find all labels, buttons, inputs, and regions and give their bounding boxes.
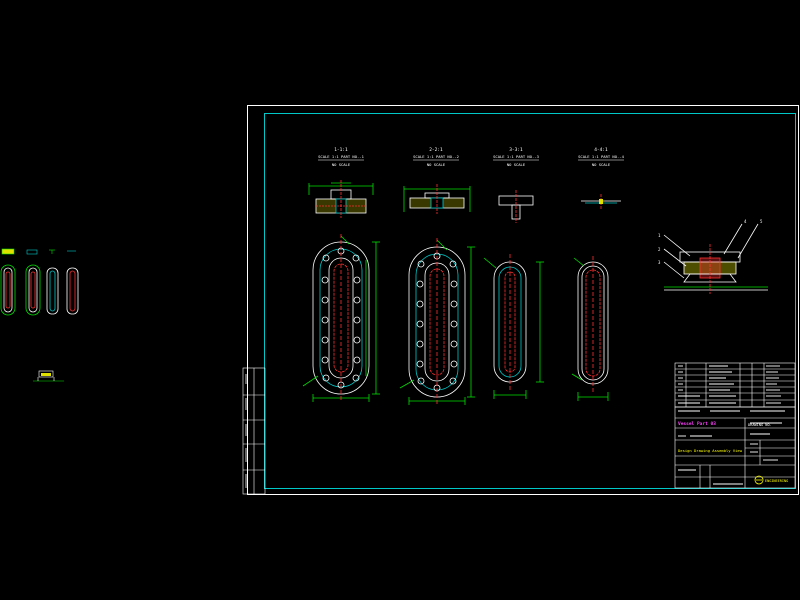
bolt-holes-2 (416, 252, 458, 392)
callout-3: 3 (658, 260, 661, 265)
view-note-3: NO SCALE (507, 162, 526, 167)
view-label-2: 2-2:1 (429, 147, 443, 153)
view-scale-4: SCALE 1:1 PART NO.-4 (578, 154, 624, 159)
view-label-4: 4-4:1 (594, 147, 608, 153)
view-label-3: 3-3:1 (509, 147, 523, 153)
logo-text: ENGINEERING (765, 479, 788, 483)
plan-view-4 (571, 256, 609, 401)
title-yellow-line: Design Drawing Assembly View (678, 448, 743, 453)
overview-thumbnails (0, 248, 79, 382)
view-headers: 1-1:1 SCALE 1:1 PART NO.-1 NO SCALE 2-2:… (318, 147, 625, 167)
company-logo: ENGINEERING (754, 475, 788, 485)
view-header-1: 1-1:1 SCALE 1:1 PART NO.-1 NO SCALE (318, 147, 365, 167)
detail-leaders (663, 223, 759, 279)
drawing-name: DRAWING NO. (748, 423, 772, 427)
view-note-4: NO SCALE (592, 162, 611, 167)
section-view-2 (403, 184, 471, 214)
callout-4: 4 (744, 219, 747, 224)
thumb-slots (0, 264, 79, 316)
thumb-header-row (1, 248, 76, 255)
view-header-4: 4-4:1 SCALE 1:1 PART NO.-4 NO SCALE (578, 147, 625, 167)
view-header-2: 2-2:1 SCALE 1:1 PART NO.-2 NO SCALE (413, 147, 459, 167)
detail-assembly-view: 1 2 3 4 5 (658, 219, 768, 294)
view-header-3: 3-3:1 SCALE 1:1 PART NO.-3 NO SCALE (493, 147, 539, 167)
title-block (674, 362, 796, 489)
title-magenta-line: Vessel Part 03 (678, 421, 716, 427)
view-scale-2: SCALE 1:1 PART NO.-2 (413, 154, 459, 159)
drawing-frame (264, 113, 796, 489)
view-note-1: NO SCALE (332, 162, 351, 167)
bolt-holes-1 (321, 247, 361, 389)
callout-2: 2 (658, 247, 661, 252)
callout-5: 5 (760, 219, 763, 224)
revision-strip (242, 367, 266, 495)
view-label-1: 1-1:1 (334, 147, 348, 153)
section-view-1 (308, 180, 374, 218)
plan-view-3 (483, 254, 544, 399)
section-view-4 (581, 194, 621, 210)
view-scale-1: SCALE 1:1 PART NO.-1 (318, 154, 364, 159)
thumb-detail (33, 370, 64, 382)
view-note-2: NO SCALE (427, 162, 446, 167)
sheet-border (247, 105, 799, 495)
section-view-3 (498, 190, 534, 223)
callout-1: 1 (658, 233, 661, 238)
plan-view-2 (399, 238, 475, 406)
plan-view-1 (302, 234, 380, 402)
view-scale-3: SCALE 1:1 PART NO.-3 (493, 154, 539, 159)
